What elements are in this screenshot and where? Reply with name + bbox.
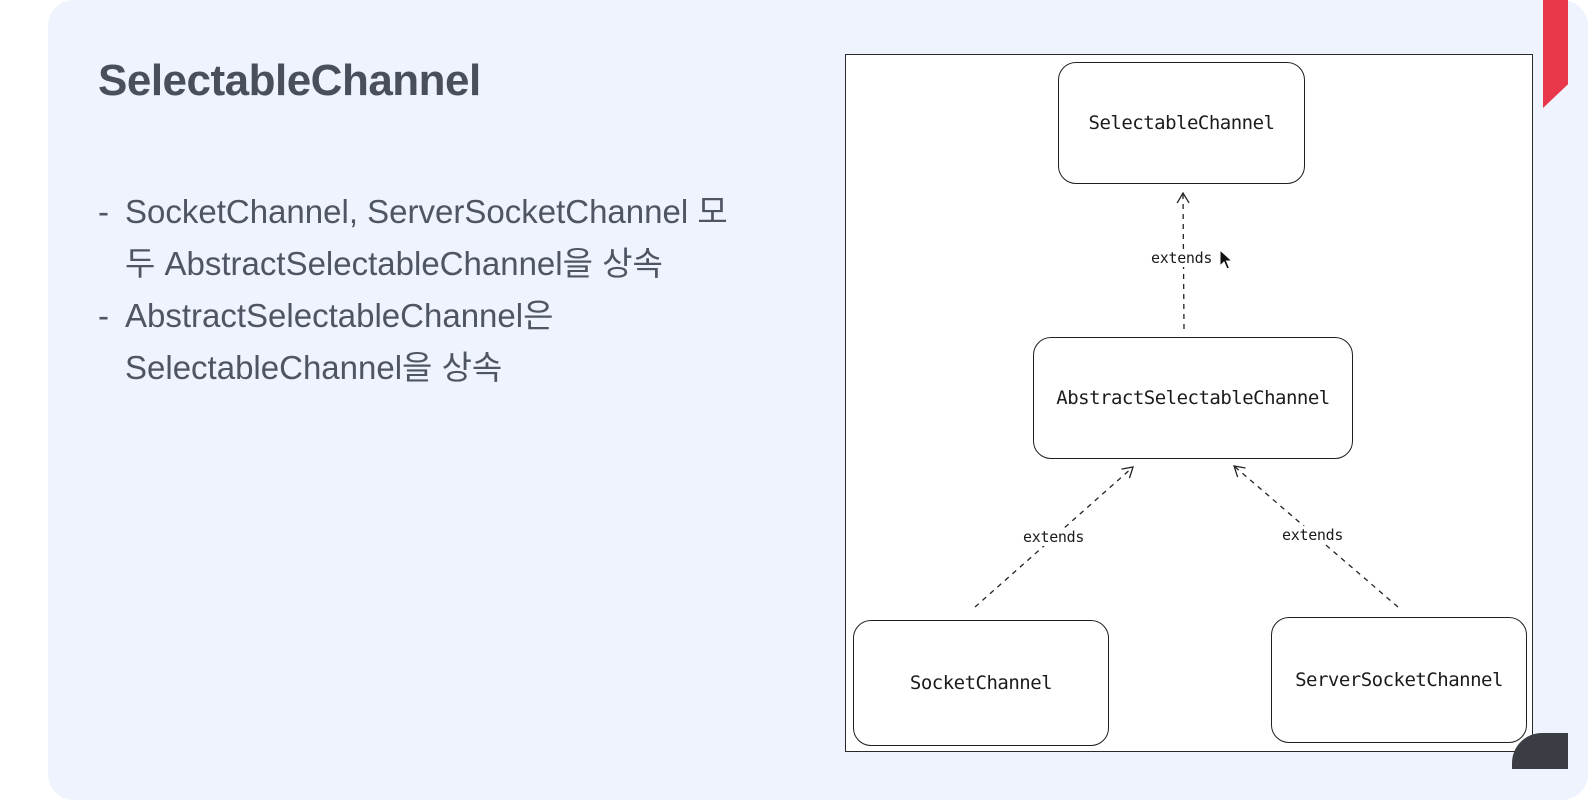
bullet-list: - SocketChannel, ServerSocketChannel 모 두… [98,186,788,394]
bullet-line: AbstractSelectableChannel은 [125,297,554,334]
bullet-line: SelectableChannel을 상속 [125,349,503,386]
edge-serversocket-to-abstract [1233,465,1399,608]
bullet-dash: - [98,297,109,334]
edge-label-extends: extends [1280,526,1346,544]
edge-label-extends: extends [1149,249,1215,267]
edge-label-extends: extends [1021,528,1087,546]
diagram-edges [974,191,1399,608]
slide-title: SelectableChannel [98,56,481,105]
bullet-line: 두 AbstractSelectableChannel을 상속 [125,245,663,282]
node-server-socket-channel: ServerSocketChannel [1271,617,1527,743]
node-socket-channel: SocketChannel [853,620,1109,746]
bullet-line: SocketChannel, ServerSocketChannel 모 [125,193,728,230]
mouse-pointer-icon [1219,249,1233,270]
node-abstract-selectable-channel: AbstractSelectableChannel [1033,337,1353,459]
edge-abstract-to-selectable [1176,191,1190,330]
node-selectable-channel: SelectableChannel [1058,62,1305,184]
bullet-item: - AbstractSelectableChannel은 SelectableC… [98,290,788,394]
bullet-dash: - [98,193,109,230]
class-hierarchy-diagram: SelectableChannel AbstractSelectableChan… [845,54,1533,752]
bullet-item: - SocketChannel, ServerSocketChannel 모 두… [98,186,788,290]
